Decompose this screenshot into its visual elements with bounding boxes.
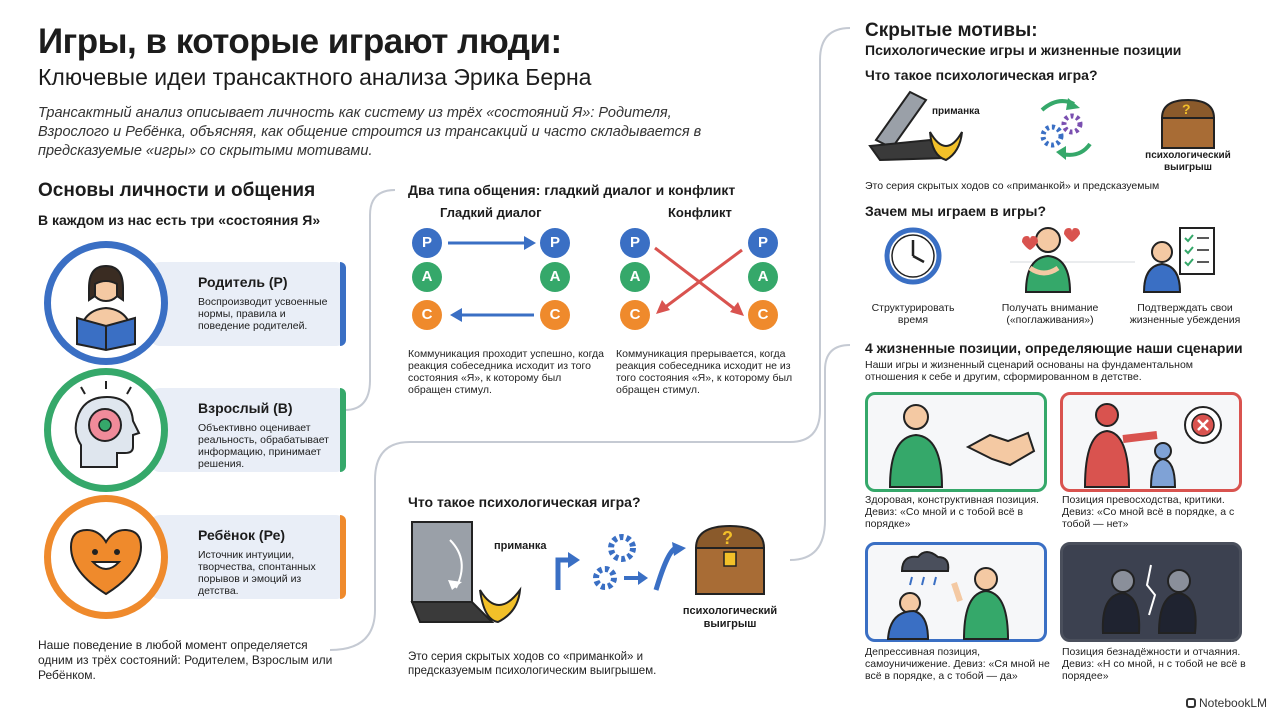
trap-icon — [410, 521, 522, 624]
notebook-icon — [1186, 698, 1196, 708]
node-adult: А — [540, 262, 570, 292]
node-parent: Р — [620, 228, 650, 258]
bait-label: приманка — [494, 540, 547, 552]
position-text-ok-notok: Позиция превосходства, критики. Девиз: «… — [1062, 494, 1235, 530]
smooth-arrows — [448, 236, 536, 322]
smooth-text: Коммуникация проходит успешно, когда реа… — [408, 348, 604, 396]
position-card-notok-ok — [865, 542, 1047, 642]
reason-attention: Получать внимание («поглаживания») — [1001, 302, 1099, 326]
game-text: Это серия скрытых ходов со «приманкой» и… — [408, 651, 657, 677]
state-desc: Воспроизводит усвоенные нормы, правила и… — [198, 296, 328, 332]
svg-text:?: ? — [1182, 101, 1191, 117]
node-child: С — [540, 300, 570, 330]
basics-footer: Наше поведение в любой момент определяет… — [38, 638, 333, 682]
positions-intro: Наши игры и жизненный сценарий основаны … — [865, 359, 1194, 383]
gears-icon — [555, 534, 686, 591]
gears-cycle-icon — [1040, 98, 1092, 160]
hidden-subheading: Психологические игры и жизненные позиции — [865, 42, 1182, 58]
position-card-ok-ok — [865, 392, 1047, 492]
bait-label-small: приманка — [932, 106, 980, 117]
node-parent: Р — [412, 228, 442, 258]
node-child: С — [748, 300, 778, 330]
node-adult: А — [748, 262, 778, 292]
handshake-icon — [888, 404, 1036, 488]
parent-icon — [44, 241, 168, 365]
reason-time: Структурировать время — [871, 302, 955, 326]
payoff-label: психологический выигрыш — [682, 605, 778, 630]
adult-brain-icon — [44, 368, 168, 492]
position-card-notok-notok — [1060, 542, 1242, 642]
game-heading: Что такое психологическая игра? — [408, 494, 641, 510]
node-adult: А — [620, 262, 650, 292]
treasure-chest-icon: ? — [694, 524, 766, 595]
state-name: Взрослый (В) — [198, 400, 293, 416]
state-desc: Источник интуиции, творчества, спонтанны… — [198, 549, 316, 597]
attention-hug-icon — [1022, 227, 1080, 293]
brand-label: NotebookLM — [1199, 696, 1268, 710]
state-name: Родитель (Р) — [198, 274, 288, 290]
state-card-child: Ребёнок (Ре) Источник интуиции, творчест… — [150, 515, 346, 599]
clock-icon — [884, 227, 942, 285]
checklist-person-icon — [1142, 227, 1215, 293]
sad-cloud-icon — [886, 551, 1010, 640]
position-text-notok-notok: Позиция безнадёжности и отчаяния. Девиз:… — [1062, 646, 1246, 682]
intro-text: Трансактный анализ описывает личность ка… — [38, 105, 702, 159]
basics-heading: Основы личности и общения — [38, 180, 316, 201]
svg-text:?: ? — [722, 528, 733, 548]
hidden-heading: Скрытые мотивы: — [865, 20, 1038, 41]
brand-badge: NotebookLM — [1186, 696, 1267, 710]
basics-subheading: В каждом из нас есть три «состояния Я» — [38, 212, 321, 228]
communication-heading: Два типа общения: гладкий диалог и конфл… — [408, 182, 736, 198]
page-subtitle: Ключевые идеи трансактного анализа Эрика… — [38, 64, 592, 90]
node-child: С — [412, 300, 442, 330]
hidden-what-heading: Что такое психологическая игра? — [865, 67, 1098, 83]
positions-heading: 4 жизненные позиции, определяющие наши с… — [865, 340, 1243, 356]
state-desc: Объективно оценивает реальность, обрабат… — [198, 422, 329, 470]
smooth-label: Гладкий диалог — [440, 205, 542, 220]
child-heart-icon — [44, 495, 168, 619]
trap-small-icon — [868, 90, 963, 162]
conflict-text: Коммуникация прерывается, когда реакция … — [616, 348, 793, 396]
node-child: С — [620, 300, 650, 330]
reason-beliefs: Подтверждать свои жизненные убеждения — [1129, 302, 1241, 326]
node-parent: Р — [748, 228, 778, 258]
state-card-adult: Взрослый (В) Объективно оценивает реальн… — [150, 388, 346, 472]
page-title: Игры, в которые играют люди: — [38, 22, 562, 61]
conflict-label: Конфликт — [668, 205, 732, 220]
why-heading: Зачем мы играем в игры? — [865, 203, 1047, 219]
state-name: Ребёнок (Ре) — [198, 527, 286, 543]
position-text-ok-ok: Здоровая, конструктивная позиция. Девиз:… — [865, 494, 1039, 530]
hidden-what-text: Это серия скрытых ходов со «приманкой» и… — [865, 180, 1160, 192]
despair-people-icon — [1101, 564, 1197, 634]
treasure-chest-small-icon: ? — [1160, 98, 1216, 149]
pointing-critic-icon — [1083, 403, 1222, 488]
conflict-arrows — [654, 246, 744, 316]
payoff-label-small: психологический выигрыш — [1145, 150, 1231, 173]
node-parent: Р — [540, 228, 570, 258]
state-card-parent: Родитель (Р) Воспроизводит усвоенные нор… — [150, 262, 346, 346]
node-adult: А — [412, 262, 442, 292]
position-card-ok-notok — [1060, 392, 1242, 492]
position-text-notok-ok: Депрессивная позиция, самоуничижение. Де… — [865, 646, 1050, 682]
